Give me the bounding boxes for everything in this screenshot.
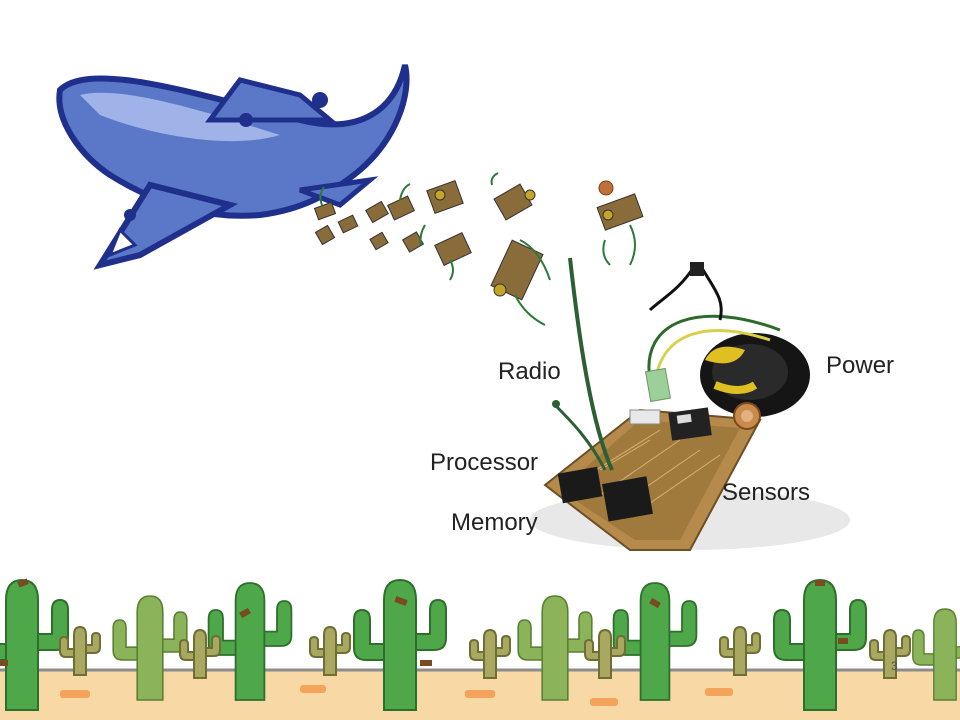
sensors-label: Sensors: [722, 479, 811, 506]
battery-holder: [700, 333, 810, 417]
airplane-icon: [56, 64, 410, 270]
microcontroller-chip: [668, 407, 712, 441]
page-number: 3: [891, 659, 898, 673]
memory-label: Memory: [451, 509, 538, 536]
radio-antenna: [568, 257, 614, 471]
processor-chip: [602, 476, 653, 522]
memory-chip: [557, 466, 603, 504]
power-label: Power: [826, 352, 895, 379]
falling-motes: [313, 172, 644, 326]
processor-label: Processor: [430, 449, 539, 476]
radio-label: Radio: [498, 358, 561, 385]
desert-border: [0, 578, 960, 720]
